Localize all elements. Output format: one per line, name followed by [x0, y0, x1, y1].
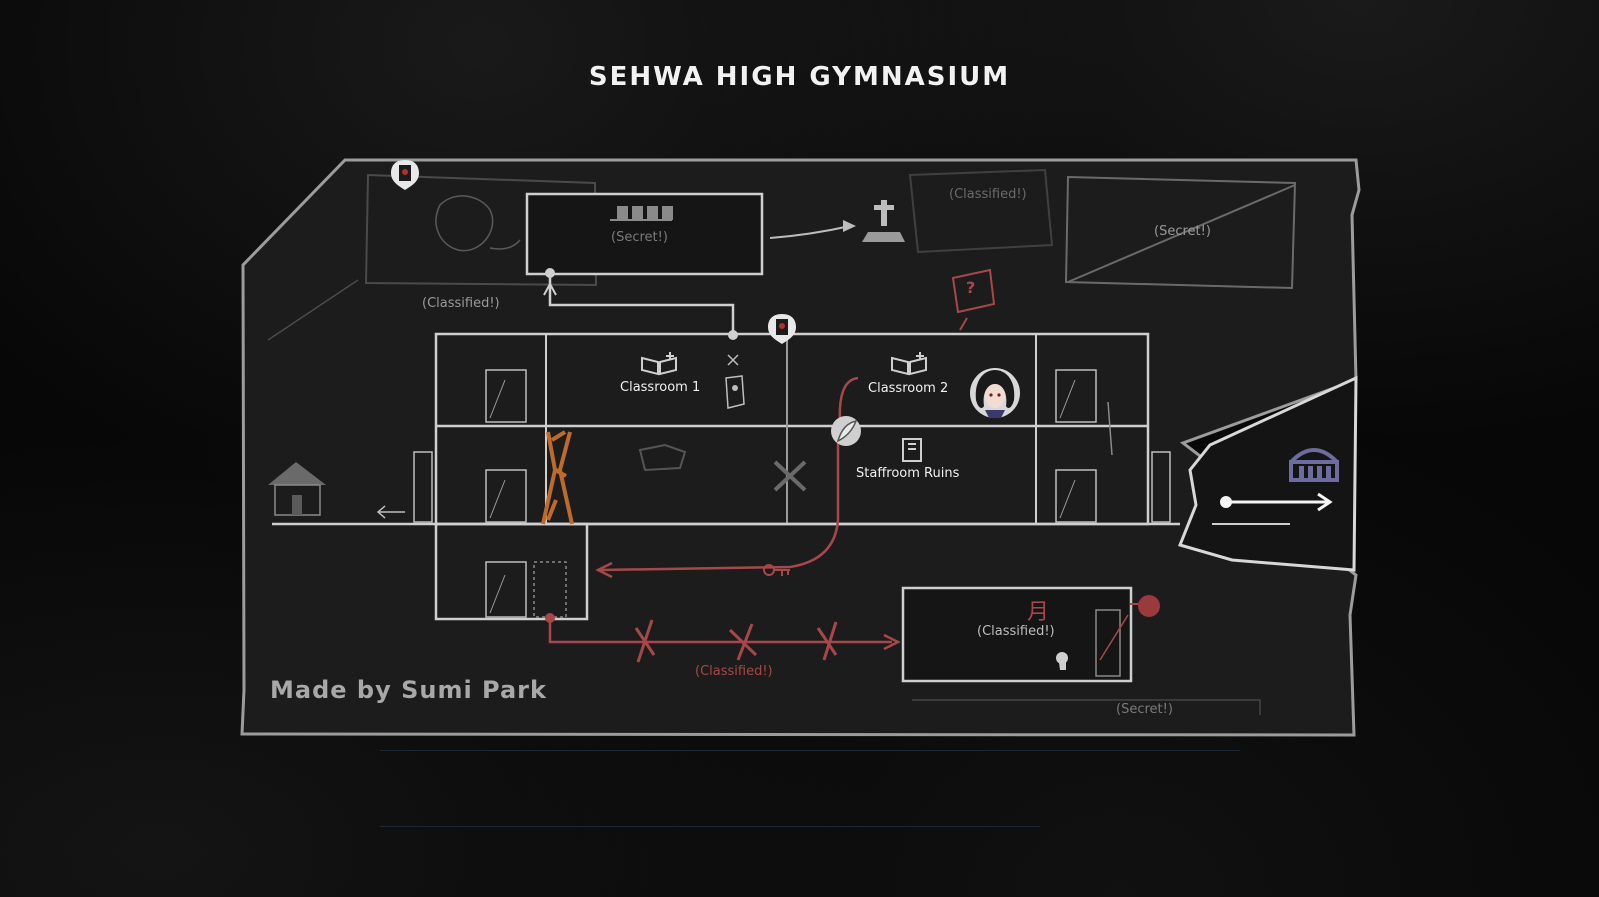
- locker-tag-icon: [722, 374, 746, 410]
- classified-label-top-left: (Classified!): [422, 296, 500, 311]
- secret-label-top: (Secret!): [611, 230, 668, 245]
- quill-save-point[interactable]: [829, 414, 863, 448]
- player-portrait[interactable]: [968, 366, 1022, 420]
- classified-label-top-right: (Classified!): [949, 187, 1027, 202]
- secret-label-bottom: (Secret!): [1116, 702, 1173, 717]
- secret-label-top-right: (Secret!): [1154, 224, 1211, 239]
- classroom-1-label: Classroom 1: [620, 380, 701, 395]
- divider-line: [380, 750, 1240, 751]
- quill-icon: [831, 416, 861, 446]
- classroom-2-label: Classroom 2: [868, 381, 949, 396]
- talisman-marker-corridor[interactable]: [766, 312, 798, 346]
- gymnasium-building-icon: [1289, 448, 1339, 482]
- classified-label-bottom-room: (Classified!): [977, 624, 1055, 639]
- credit-label: Made by Sumi Park: [270, 676, 547, 704]
- moon-symbol: 月: [1027, 600, 1050, 625]
- classroom-2-book-icon: [890, 350, 930, 376]
- classified-path-label: (Classified!): [695, 664, 773, 679]
- gymnasium-exit-button[interactable]: [1288, 440, 1340, 484]
- classroom-1-book-icon: [640, 350, 680, 376]
- staffroom-notebook-icon: [898, 436, 926, 464]
- divider-line: [380, 826, 1040, 827]
- player-portrait-icon: [970, 368, 1020, 418]
- talisman-marker-icon: [768, 314, 796, 344]
- question-mark-label: ?: [966, 278, 976, 297]
- map-title: SEHWA HIGH GYMNASIUM: [588, 62, 1011, 92]
- talisman-marker-icon: [391, 160, 419, 190]
- talisman-marker-top-left[interactable]: [389, 158, 421, 192]
- staffroom-ruins-label: Staffroom Ruins: [856, 466, 960, 481]
